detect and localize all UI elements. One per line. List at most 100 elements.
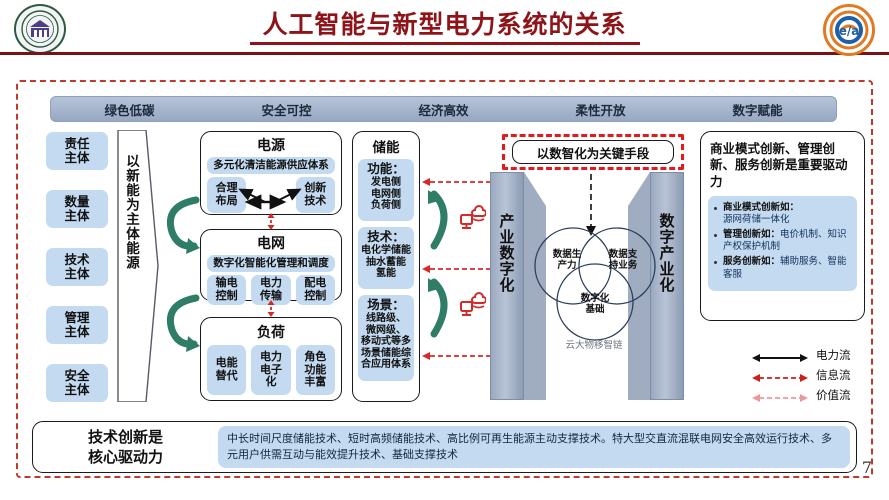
- subject-box-quantity: 数量主体: [46, 190, 108, 228]
- storage-block-function: 功能： 发电侧电网侧负荷侧: [358, 159, 414, 221]
- info-flow-arrow-icon: [752, 369, 808, 382]
- legend-label-value: 价值流: [816, 388, 851, 402]
- left-slant-panel: [524, 172, 546, 400]
- power-source-title: 电源: [257, 138, 285, 154]
- subject-label-5: 安全主体: [64, 367, 90, 397]
- electrical-engineering-institute-logo: e/a: [823, 4, 875, 56]
- ld-cell-2-text: 电力电子化: [259, 350, 282, 389]
- page-title: 人工智能与新型电力系统的关系: [262, 10, 627, 39]
- load-box: 负荷 电能替代 电力电子化 角色功能丰富: [200, 317, 342, 401]
- bullet-text-service: 辅助服务、智能客服: [723, 256, 847, 280]
- bullet-text-management: 电价机制、知识产权保护机制: [723, 229, 847, 253]
- venn-label-business: 数据支持业务: [608, 249, 638, 271]
- tech-title-line1: 技术创新是: [87, 427, 163, 446]
- digital-industrialization-label: 数字产业化: [657, 213, 676, 293]
- title-underline: [250, 42, 640, 45]
- innovation-bullet-business: 商业模式创新如： 源网荷储一体化: [712, 202, 852, 226]
- tech-innovation-text: 中长时间尺度储能技术、短时高频储能技术、高比例可再生能源主动支撑技术。特大型交直…: [218, 426, 850, 468]
- digital-industrialization-pillar: 数字产业化: [650, 172, 684, 400]
- new-energy-vertical-label: 以新能为主体能源: [123, 154, 139, 270]
- header-rule: [0, 52, 889, 55]
- storage-function-body: 发电侧电网侧负荷侧: [371, 177, 401, 212]
- pg-cell-2-text: 电力传输: [259, 276, 282, 302]
- bullet-label-service: 服务创新如：: [723, 256, 781, 268]
- subject-box-technology: 技术主体: [46, 248, 108, 286]
- power-flow-arrow-icon: [752, 349, 808, 362]
- load-cell-electronics: 电力电子化: [251, 345, 291, 395]
- storage-function-heading: 功能：: [367, 161, 405, 176]
- cloud-tech-tag: 云大物移智链: [565, 340, 623, 351]
- value-flow-arrow-icon: [752, 389, 808, 402]
- power-source-subtitle: 多元化清洁能源供应体系: [207, 157, 335, 174]
- subject-box-management: 管理主体: [46, 306, 108, 344]
- industry-digitalization-pillar: 产业数字化: [490, 172, 524, 400]
- storage-scenario-heading: 场景：: [367, 297, 405, 312]
- subject-label-2: 数量主体: [64, 193, 90, 223]
- storage-block-technology: 技术： 电化学储能抽水蓄能氢能: [358, 227, 414, 289]
- diagram-frame: [16, 80, 873, 478]
- power-grid-cell-distribution-ctrl: 配电控制: [295, 275, 335, 305]
- industry-digitalization-label: 产业数字化: [497, 213, 516, 293]
- page-number: 7: [861, 458, 872, 477]
- power-grid-subtitle: 数字化智能化管理和调度: [207, 255, 335, 272]
- power-grid-cell-transmission: 电力传输: [251, 275, 291, 305]
- storage-technology-heading: 技术：: [367, 229, 405, 244]
- tech-innovation-bar: 技术创新是 核心驱动力 中长时间尺度储能技术、短时高频储能技术、高比例可再生能源…: [32, 421, 857, 473]
- subject-column: 责任主体 数量主体 技术主体 管理主体 安全主体: [40, 130, 114, 402]
- bullet-text-business: 源网荷储一体化: [723, 213, 790, 225]
- ld-cell-3-text: 角色功能丰富: [304, 350, 327, 389]
- new-energy-arrow-shape: 以新能为主体能源: [116, 130, 160, 402]
- right-slant-panel: [628, 172, 650, 400]
- flow-legend: 电力流 信息流 价值流: [752, 345, 877, 405]
- venn-label-foundation: 数字化基础: [580, 293, 610, 315]
- power-grid-title: 电网: [257, 236, 285, 252]
- bullet-label-business: 商业模式创新如：: [723, 201, 800, 213]
- load-cell-substitution: 电能替代: [207, 345, 247, 395]
- energy-storage-box: 储能 功能： 发电侧电网侧负荷侧 技术： 电化学储能抽水蓄能氢能 场景： 线路级…: [352, 131, 420, 402]
- power-source-cell-layout: 合理布局: [207, 177, 247, 213]
- key-means-box: 以数智化为关键手段: [512, 140, 674, 164]
- bullet-label-management: 管理创新如：: [723, 229, 781, 241]
- pg-cell-3-text: 配电控制: [304, 276, 327, 302]
- venn-label-productivity: 数据生产力: [552, 249, 582, 271]
- legend-row-info: 信息流: [752, 365, 877, 385]
- storage-scenario-body: 线路级、微网级、移动式等多场景储能综合应用体系: [361, 313, 411, 371]
- subject-label-3: 技术主体: [64, 251, 90, 281]
- legend-label-info: 信息流: [816, 368, 851, 382]
- innovation-panel-title: 商业模式创新、管理创新、服务创新是重要驱动力: [710, 141, 848, 189]
- ld-cell-1-text: 电能替代: [215, 356, 238, 382]
- banner-item-safe: 安全可控: [261, 102, 312, 118]
- key-means-dashed-frame: [502, 134, 684, 170]
- banner-item-digital: 数字赋能: [732, 102, 783, 118]
- subject-label-1: 责任主体: [64, 135, 90, 165]
- power-source-cell-innovation: 创新技术: [295, 177, 335, 213]
- innovation-bullet-service: 服务创新如：辅助服务、智能客服: [712, 256, 852, 280]
- storage-technology-body: 电化学储能抽水蓄能氢能: [361, 245, 411, 280]
- svg-text:e/a: e/a: [839, 24, 860, 38]
- subject-box-safety: 安全主体: [46, 364, 108, 402]
- load-cell-roles: 角色功能丰富: [295, 345, 335, 395]
- legend-row-power: 电力流: [752, 345, 877, 365]
- ps-cell-2-text: 创新技术: [304, 181, 327, 207]
- subject-label-4: 管理主体: [64, 309, 90, 339]
- banner-item-flexible: 柔性开放: [575, 102, 626, 118]
- digital-venn-diagram: 数据生产力 数据支持业务 数字化基础: [527, 222, 661, 342]
- innovation-panel: 商业模式创新、管理创新、服务创新是重要驱动力 商业模式创新如： 源网荷储一体化 …: [700, 131, 865, 321]
- pg-cell-1-text: 输电控制: [215, 276, 238, 302]
- legend-label-power: 电力流: [816, 348, 851, 362]
- ps-cell-1-text: 合理布局: [215, 181, 238, 207]
- tech-innovation-title: 技术创新是 核心驱动力: [33, 427, 218, 468]
- wuhan-university-seal-logo: [14, 4, 66, 54]
- subject-box-responsibility: 责任主体: [46, 132, 108, 170]
- power-grid-cell-transmission-ctrl: 输电控制: [207, 275, 247, 305]
- power-source-box: 电源 多元化清洁能源供应体系 合理布局 创新技术: [200, 131, 342, 215]
- load-title: 负荷: [257, 325, 285, 341]
- banner-item-green: 绿色低碳: [104, 102, 155, 118]
- storage-block-scenario: 场景： 线路级、微网级、移动式等多场景储能综合应用体系: [358, 295, 414, 381]
- tech-title-line2: 核心驱动力: [87, 448, 163, 466]
- innovation-bullet-management: 管理创新如：电价机制、知识产权保护机制: [712, 229, 852, 253]
- legend-row-value: 价值流: [752, 385, 877, 405]
- banner-item-economic: 经济高效: [418, 102, 469, 118]
- page-header: 人工智能与新型电力系统的关系 e/a: [0, 0, 889, 56]
- power-grid-box: 电网 数字化智能化管理和调度 输电控制 电力传输 配电控制: [200, 229, 342, 305]
